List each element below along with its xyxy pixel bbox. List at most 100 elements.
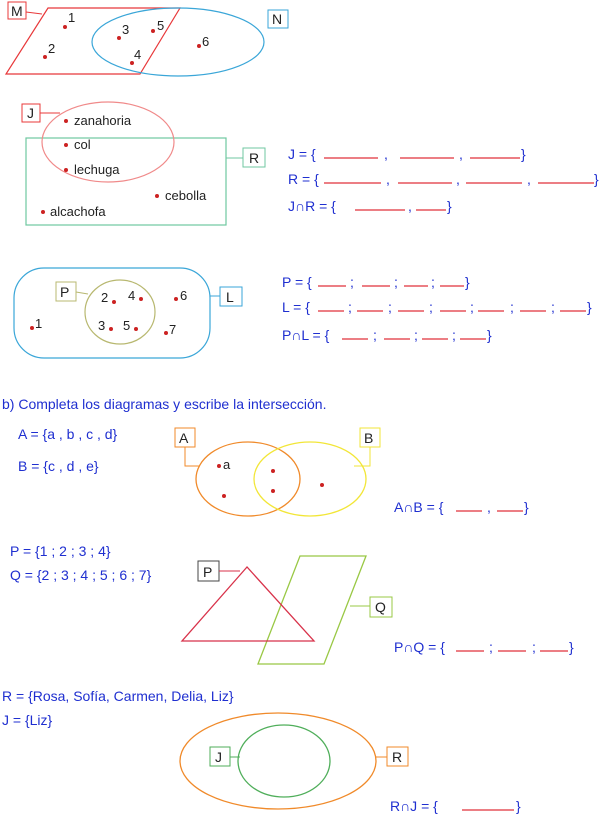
set-p-triangle bbox=[180, 566, 316, 642]
point-ab-2 bbox=[271, 489, 275, 493]
set-m-parallelogram bbox=[4, 7, 182, 75]
set-l-rounded-rect bbox=[13, 267, 211, 359]
tag-b: B bbox=[364, 430, 373, 446]
label-col: col bbox=[74, 137, 91, 152]
eq-j-close: } bbox=[521, 146, 526, 162]
tag-n-box bbox=[267, 9, 289, 29]
tag-p-box bbox=[55, 281, 77, 302]
eq-rj-close: } bbox=[516, 798, 521, 814]
eq-jr-prefix: J∩R = { bbox=[288, 198, 336, 214]
diagram-a-b: A = {a , b , c , d} B = {c , d , e} A B … bbox=[18, 426, 529, 517]
point-p5 bbox=[134, 327, 138, 331]
eq-r-close: } bbox=[594, 171, 599, 187]
label-p5: 5 bbox=[123, 318, 130, 333]
label-l6: 6 bbox=[180, 288, 187, 303]
tag-q: Q bbox=[375, 599, 386, 615]
dot-lechuga bbox=[64, 168, 68, 172]
eq-j-prefix: J = { bbox=[288, 146, 316, 162]
label-l1: 1 bbox=[35, 316, 42, 331]
eq-r-prefix: R = { bbox=[288, 171, 319, 187]
eq-r-comma-3: , bbox=[527, 171, 531, 187]
label-lechuga: lechuga bbox=[74, 162, 120, 177]
set-p-definition: P = {1 ; 2 ; 3 ; 4} bbox=[10, 543, 111, 559]
point-2 bbox=[43, 55, 47, 59]
eq-p-sep-1: ; bbox=[350, 274, 354, 290]
set-p-circle bbox=[84, 279, 156, 345]
tag-a: A bbox=[179, 430, 189, 446]
tag-m-leader bbox=[25, 11, 43, 15]
point-l7 bbox=[164, 331, 168, 335]
set-r-ellipse bbox=[179, 712, 377, 810]
set-q-parallelogram bbox=[257, 555, 367, 665]
point-p3 bbox=[109, 327, 113, 331]
label-5: 5 bbox=[157, 18, 164, 33]
eq-p-sep-3: ; bbox=[431, 274, 435, 290]
diagram-j-r: J R zanahoria col lechuga cebolla alcach… bbox=[21, 101, 599, 226]
set-j-ellipse bbox=[41, 101, 175, 183]
tag-b-leader bbox=[354, 447, 371, 467]
set-b-definition: B = {c , d , e} bbox=[18, 458, 99, 474]
eq-ab-close: } bbox=[524, 499, 529, 515]
label-p4: 4 bbox=[128, 288, 135, 303]
tag-a-leader bbox=[184, 447, 200, 467]
eq-jr-close: } bbox=[447, 198, 452, 214]
diagram-p-l: P L 2 4 6 3 5 7 1 P = { ; ; ; } L = { ; … bbox=[13, 267, 592, 359]
point-6 bbox=[197, 44, 201, 48]
eq-l-sep-3: ; bbox=[429, 299, 433, 315]
tag-r: R bbox=[249, 150, 259, 166]
label-cebolla: cebolla bbox=[165, 188, 207, 203]
eq-pq-sep-1: ; bbox=[489, 639, 493, 655]
tag-n: N bbox=[272, 11, 282, 27]
eq-l-sep-4: ; bbox=[470, 299, 474, 315]
point-3 bbox=[117, 36, 121, 40]
set-n-ellipse bbox=[91, 7, 265, 77]
eq-p-prefix: P = { bbox=[282, 274, 312, 290]
eq-j-comma-2: , bbox=[459, 146, 463, 162]
eq-j-comma-1: , bbox=[384, 146, 388, 162]
set-b-circle bbox=[253, 441, 367, 517]
tag-p-2: P bbox=[203, 564, 212, 580]
diagram-p-q: P = {1 ; 2 ; 3 ; 4} Q = {2 ; 3 ; 4 ; 5 ;… bbox=[10, 543, 574, 665]
tag-l: L bbox=[226, 289, 234, 305]
dot-col bbox=[64, 143, 68, 147]
tag-r-2: R bbox=[392, 749, 402, 765]
eq-l-sep-2: ; bbox=[388, 299, 392, 315]
eq-l-sep-5: ; bbox=[510, 299, 514, 315]
eq-pl-prefix: P∩L = { bbox=[282, 327, 330, 343]
point-ab-1 bbox=[271, 469, 275, 473]
tag-m-box bbox=[7, 1, 27, 20]
eq-r-comma-1: , bbox=[386, 171, 390, 187]
label-1: 1 bbox=[68, 10, 75, 25]
label-p2: 2 bbox=[101, 290, 108, 305]
label-a: a bbox=[223, 457, 231, 472]
eq-r-comma-2: , bbox=[456, 171, 460, 187]
eq-p-sep-2: ; bbox=[394, 274, 398, 290]
eq-pl-close: } bbox=[487, 327, 492, 343]
tag-p: P bbox=[60, 284, 69, 300]
point-1 bbox=[63, 25, 67, 29]
point-b-empty bbox=[320, 483, 324, 487]
dot-zanahoria bbox=[64, 119, 68, 123]
dot-alcachofa bbox=[41, 210, 45, 214]
point-l1 bbox=[30, 326, 34, 330]
label-l7: 7 bbox=[169, 322, 176, 337]
point-4 bbox=[130, 61, 134, 65]
eq-l-sep-1: ; bbox=[348, 299, 352, 315]
eq-pq-sep-2: ; bbox=[532, 639, 536, 655]
eq-rj-prefix: R∩J = { bbox=[390, 798, 438, 814]
label-6: 6 bbox=[202, 34, 209, 49]
set-a-circle bbox=[195, 441, 301, 517]
label-alcachofa: alcachofa bbox=[50, 204, 106, 219]
tag-p-leader bbox=[75, 291, 89, 295]
point-p2 bbox=[112, 300, 116, 304]
point-a-empty bbox=[222, 494, 226, 498]
tag-j-2: J bbox=[215, 749, 222, 765]
point-p4 bbox=[139, 297, 143, 301]
eq-pq-close: } bbox=[569, 639, 574, 655]
set-q-definition: Q = {2 ; 3 ; 4 ; 5 ; 6 ; 7} bbox=[10, 567, 152, 583]
point-a bbox=[217, 464, 221, 468]
eq-pl-sep-1: ; bbox=[373, 327, 377, 343]
diagram-m-n: M N 1 2 3 5 4 6 bbox=[4, 1, 289, 77]
